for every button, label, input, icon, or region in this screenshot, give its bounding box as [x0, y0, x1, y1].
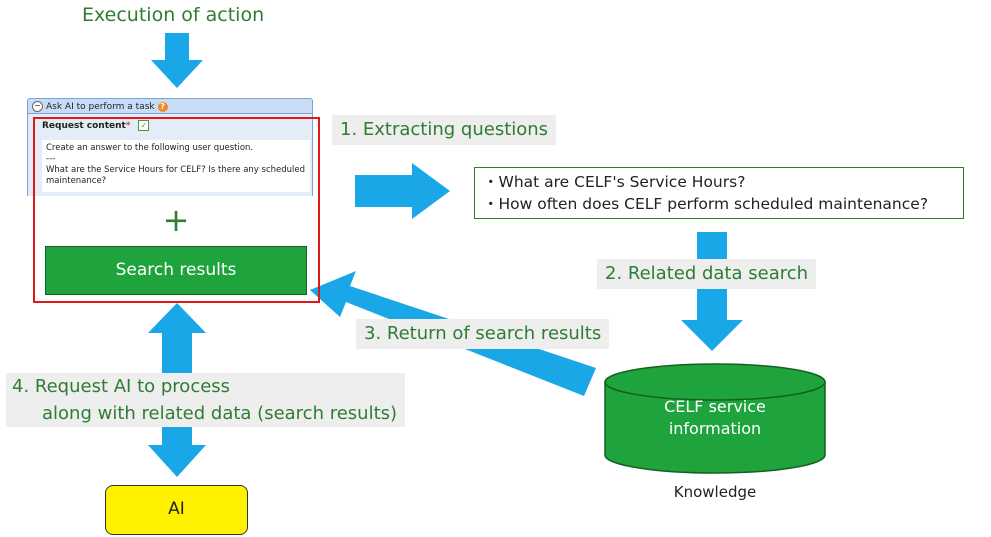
arrow-right-extract [355, 163, 450, 219]
request-line: What are the Service Hours for CELF? Is … [46, 165, 306, 175]
question-item: ・What are CELF's Service Hours? [483, 173, 746, 191]
arrow-down-top [151, 33, 203, 88]
request-content-field[interactable]: Create an answer to the following user q… [42, 140, 310, 192]
database-label: CELF service information [605, 396, 825, 440]
ai-box: AI [105, 485, 248, 535]
step4-label: 4. Request AI to process along with rela… [6, 373, 406, 427]
required-marker: * [125, 121, 131, 131]
search-results-block: Search results [45, 246, 307, 295]
request-line: Create an answer to the following user q… [46, 143, 254, 153]
extracted-questions-box: ・What are CELF's Service Hours? ・How oft… [474, 167, 964, 219]
knowledge-caption: Knowledge [673, 483, 757, 501]
help-icon[interactable]: ? [157, 101, 168, 112]
step4-line2: along with related data (search results) [42, 403, 398, 424]
database-label-line2: information [668, 419, 762, 438]
request-line: maintenance? [46, 176, 107, 186]
step1-label: 1. Extracting questions [332, 115, 557, 145]
checkbox-icon[interactable]: ✓ [138, 120, 150, 131]
request-label-text: Request content [42, 121, 126, 131]
request-content-label: Request content* ✓ [42, 120, 150, 131]
database-label-line1: CELF service [664, 397, 766, 416]
question-item: ・How often does CELF perform scheduled m… [483, 195, 929, 213]
task-panel-header: −Ask AI to perform a task? [27, 98, 313, 114]
diagram-title: Execution of action [82, 4, 265, 26]
step3-label: 3. Return of search results [356, 319, 610, 349]
plus-icon: + [162, 201, 190, 239]
request-line: --- [46, 154, 56, 164]
arrow-down-search [681, 232, 743, 351]
step2-label: 2. Related data search [597, 259, 817, 289]
highlight-frame [33, 117, 320, 303]
database-cylinder [604, 363, 826, 474]
step4-line1: 4. Request AI to process [12, 376, 231, 397]
task-panel-title: Ask AI to perform a task [46, 102, 155, 112]
collapse-icon[interactable]: − [32, 101, 43, 112]
